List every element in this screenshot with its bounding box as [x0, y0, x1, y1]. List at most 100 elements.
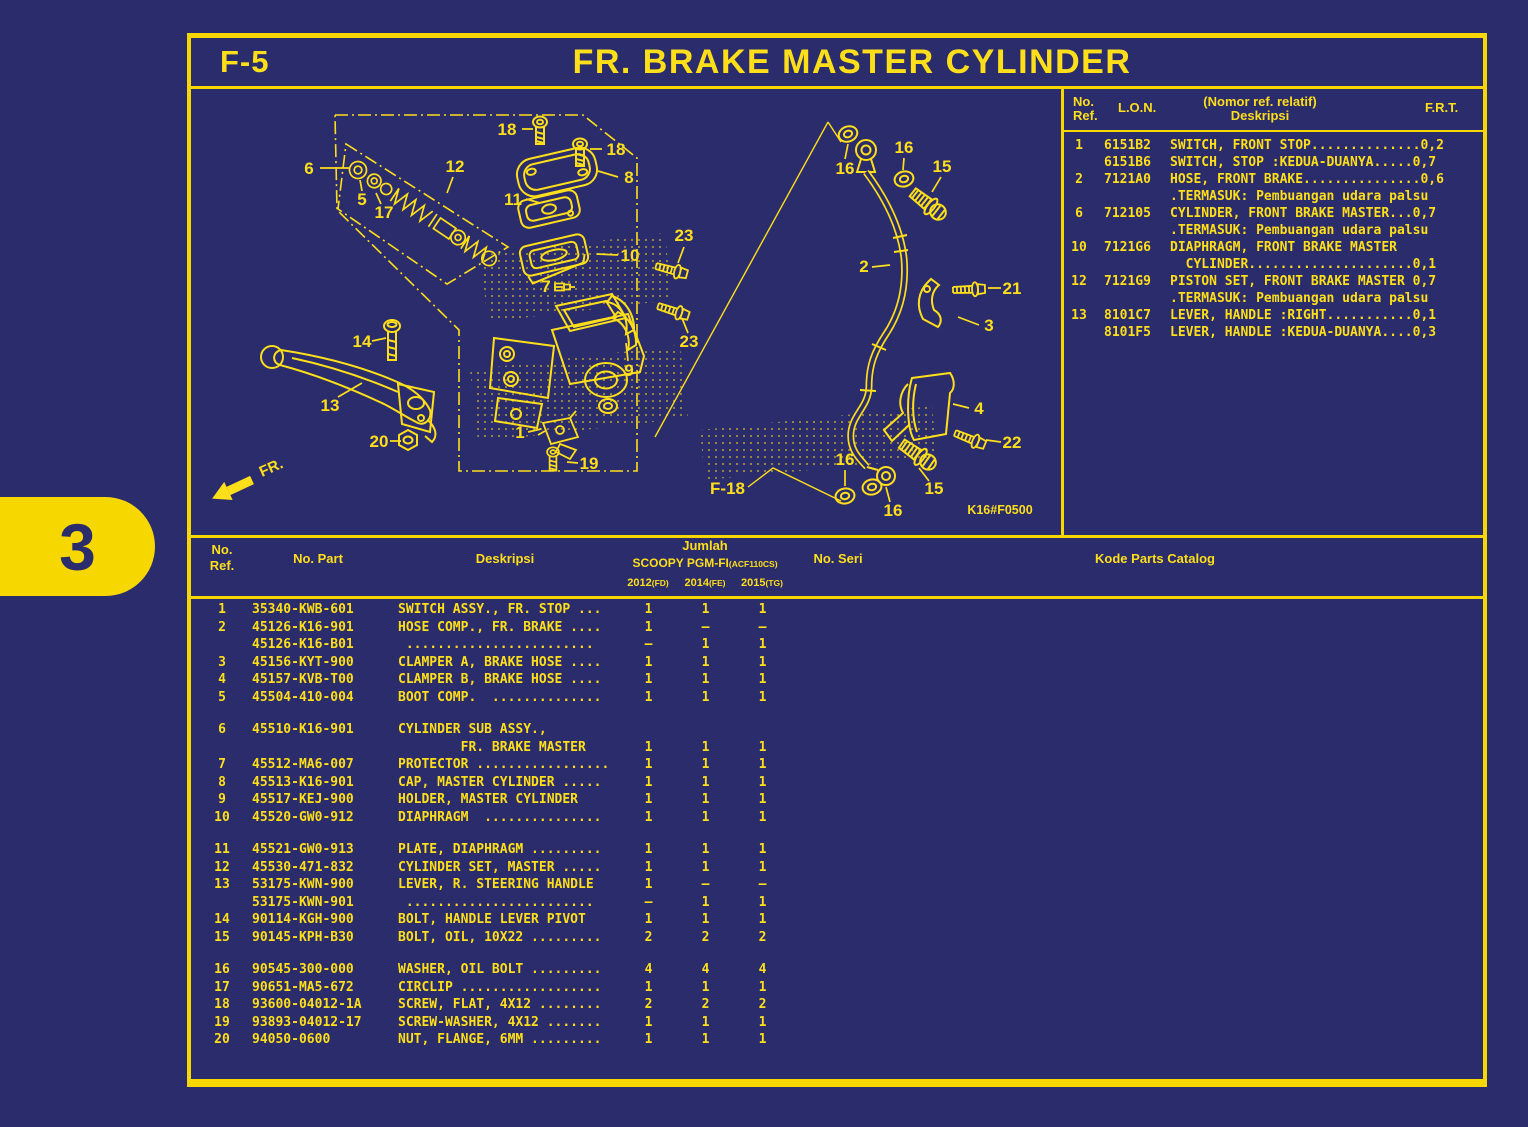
parts-col-deskripsi: Deskripsi — [475, 551, 535, 566]
part-ref: 5 — [218, 689, 226, 705]
part-description: CYLINDER SET, MASTER ..... — [398, 859, 602, 875]
qty-2014: 2 — [701, 929, 710, 945]
qty-2015: 1 — [758, 894, 767, 910]
ref-no — [1064, 154, 1094, 171]
qty-2015: 1 — [758, 739, 767, 755]
qty-2012: 1 — [644, 672, 653, 687]
qty-2012: – — [644, 637, 653, 652]
qty-2012: 4 — [644, 962, 653, 977]
qty-2015: 1 — [758, 859, 767, 875]
cylinder-body — [488, 292, 646, 430]
qty-2012: 1 — [644, 1014, 653, 1030]
title-divider — [187, 86, 1487, 89]
callout-16b: 16 — [895, 138, 914, 157]
ref-table-row: 13 8101C7 LEVER, HANDLE :RIGHT..........… — [1064, 307, 1486, 324]
stipple-texture — [470, 233, 937, 480]
ref-desc: SWITCH, FRONT STOP..............0,2 — [1170, 138, 1444, 153]
qty-2015: 1 — [758, 602, 767, 617]
qty-2014: 1 — [701, 654, 710, 670]
phantom-outlines — [334, 114, 638, 472]
ref-table-row: 10 7121G6 DIAPHRAGM, FRONT BRAKE MASTER — [1064, 239, 1486, 256]
qty-2015: 1 — [758, 1032, 767, 1047]
qty-2015: 1 — [758, 792, 767, 807]
callout-2: 2 — [859, 257, 868, 276]
part-number: 45512-MA6-007 — [252, 757, 354, 772]
table-row: FR. BRAKE MASTER 1 1 1 — [187, 739, 1287, 757]
set-pin — [554, 282, 575, 292]
part-number: 53175-KWN-901 — [252, 894, 354, 910]
qty-2012: 1 — [644, 757, 653, 772]
part-number: 94050-0600 — [252, 1032, 331, 1047]
part-number: 45126-K16-901 — [252, 619, 354, 635]
clamp-bolt-21 — [951, 280, 987, 298]
qty-2015: 1 — [758, 637, 767, 652]
ref-table-row: .TERMASUK: Pembuangan udara palsu — [1064, 188, 1486, 205]
ref-lon — [1094, 222, 1170, 239]
f18-reference-label: F-18 — [710, 479, 745, 498]
part-description: CYLINDER SUB ASSY., — [398, 722, 547, 737]
part-number: 45126-K16-B01 — [252, 637, 354, 652]
qty-2014: 1 — [701, 637, 710, 652]
part-ref — [200, 739, 244, 757]
ref-table-header-divider — [1061, 130, 1487, 132]
ref-desc: HOSE, FRONT BRAKE...............0,6 — [1170, 172, 1444, 187]
ref-no: 10 — [1071, 240, 1087, 255]
part-ref: 14 — [214, 912, 230, 927]
ref-table-row: .TERMASUK: Pembuangan udara palsu — [1064, 290, 1486, 307]
callout-18a: 18 — [498, 120, 517, 139]
holder-clamps — [605, 294, 638, 353]
qty-2012: 1 — [644, 619, 653, 635]
clamper-a — [917, 277, 942, 329]
part-number: 90114-KGH-900 — [252, 912, 354, 927]
ref-desc: SWITCH, STOP :KEDUA-DUANYA.....0,7 — [1170, 155, 1437, 170]
ref-no: 6 — [1075, 206, 1083, 221]
table-row: 8 45513-K16-901 CAP, MASTER CYLINDER ...… — [187, 774, 1287, 792]
qty-2015: 1 — [758, 809, 767, 825]
part-ref: 7 — [218, 757, 226, 772]
part-description: SCREW, FLAT, 4X12 ........ — [398, 997, 602, 1012]
part-number — [252, 739, 398, 757]
table-row: 4 45157-KVB-T00 CLAMPER B, BRAKE HOSE ..… — [187, 671, 1287, 689]
table-row: 2 45126-K16-901 HOSE COMP., FR. BRAKE ..… — [187, 619, 1287, 637]
callout-20: 20 — [370, 432, 389, 451]
page-title: FR. BRAKE MASTER CYLINDER — [572, 43, 1132, 81]
qty-2012: 1 — [644, 1032, 653, 1047]
parts-col-no-part: No. Part — [293, 551, 343, 566]
ref-desc: PISTON SET, FRONT BRAKE MASTER 0,7 — [1170, 274, 1437, 289]
part-ref: 6 — [218, 722, 226, 737]
part-number: 45510-K16-901 — [252, 722, 354, 737]
part-description: BOLT, OIL, 10X22 ......... — [398, 929, 602, 945]
qty-2012: 1 — [644, 774, 653, 790]
ref-col-lon: L.O.N. — [1118, 100, 1157, 115]
qty-2012: 1 — [644, 842, 653, 857]
flat-screw-a — [532, 115, 548, 145]
ref-table-row: 12 7121G9 PISTON SET, FRONT BRAKE MASTER… — [1064, 273, 1486, 290]
qty-2012: 1 — [644, 792, 653, 807]
qty-2012: 1 — [644, 689, 653, 705]
ref-no: 1 — [1075, 138, 1083, 153]
table-row: 3 45156-KYT-900 CLAMPER A, BRAKE HOSE ..… — [187, 654, 1287, 672]
diaphragm — [518, 233, 590, 285]
oil-washer-d — [860, 476, 884, 498]
frame-right-border — [1483, 33, 1487, 1087]
ref-lon: 6151B6 — [1104, 155, 1151, 170]
qty-2014 — [677, 721, 734, 739]
diagram-code: K16#F0500 — [967, 503, 1032, 517]
part-number: 45504-410-004 — [252, 689, 354, 705]
callout-7: 7 — [541, 277, 550, 296]
page-code: F-5 — [220, 44, 270, 79]
part-number: 45520-GW0-912 — [252, 809, 354, 825]
parts-col-model: SCOOPY PGM-FI(ACF110CS) — [632, 556, 778, 570]
ref-desc: .TERMASUK: Pembuangan udara palsu — [1170, 223, 1429, 238]
ref-table-row: CYLINDER.....................0,1 — [1064, 256, 1486, 273]
part-number: 90651-MA5-672 — [252, 979, 354, 995]
fr-label: FR. — [257, 455, 286, 480]
table-row: 20 94050-0600 NUT, FLANGE, 6MM .........… — [187, 1031, 1287, 1049]
oil-washer-c — [833, 485, 857, 507]
part-description: LEVER, R. STEERING HANDLE — [398, 877, 594, 892]
part-description: WASHER, OIL BOLT ......... — [398, 962, 602, 977]
qty-2015 — [734, 721, 791, 739]
parts-col-no-ref: No.Ref. — [209, 542, 235, 573]
parts-col-year-2012: 2012(FD) — [627, 577, 669, 589]
